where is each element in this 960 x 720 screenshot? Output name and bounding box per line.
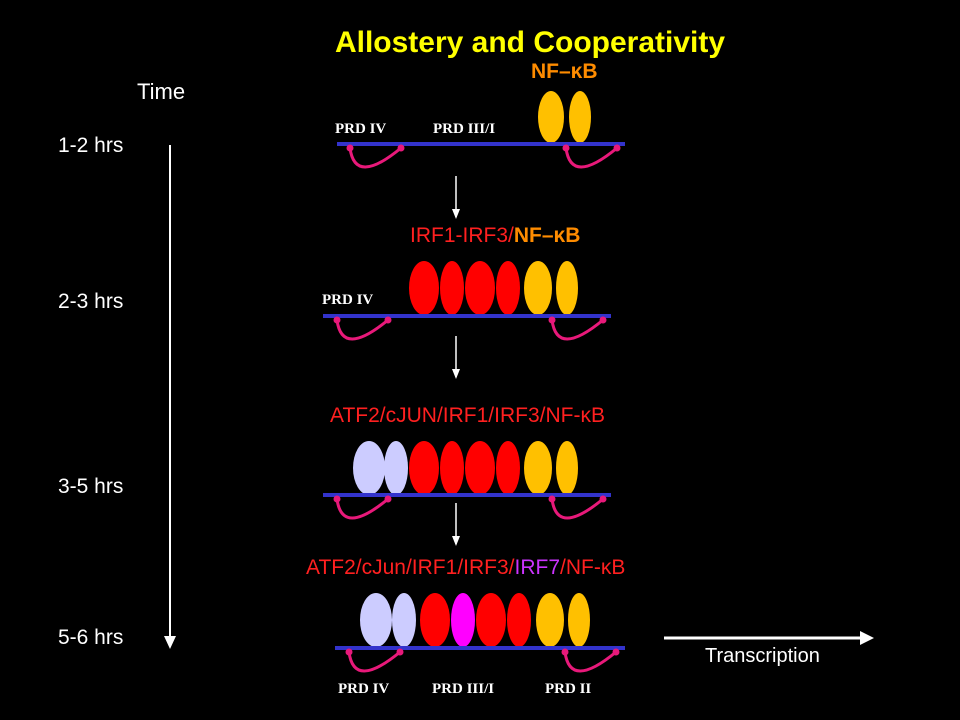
irf-protein (420, 593, 450, 647)
nf-kb-protein (556, 261, 578, 315)
dna-loop (347, 650, 401, 673)
loop-anchor (333, 316, 341, 324)
stage-2-label-part: IRF1-IRF3/ (410, 224, 514, 247)
irf-protein (496, 261, 520, 315)
dna-loop (335, 318, 389, 341)
prd-iv-label: PRD IV (335, 121, 387, 137)
nf-kb-protein (568, 593, 590, 647)
atf2-cjun-protein (353, 441, 385, 495)
irf-protein (465, 441, 495, 495)
nf-kb-protein (536, 593, 564, 647)
nf-kb-protein (569, 91, 591, 143)
prd-iii-i-label: PRD III/I (433, 121, 496, 137)
loop-anchor (396, 648, 404, 656)
stage-3-promoter (323, 441, 611, 520)
time-mark-2: 2-3 hrs (58, 290, 124, 313)
dna-loop (550, 497, 604, 520)
irf7-protein (451, 593, 475, 647)
stage-1-promoter (337, 91, 625, 169)
proteins (353, 441, 578, 495)
irf-protein (440, 441, 464, 495)
loop-anchor (346, 144, 354, 152)
time-mark-3: 3-5 hrs (58, 475, 124, 498)
time-axis-label: Time (137, 79, 186, 104)
nf-kb-protein (556, 441, 578, 495)
prd-iv-label: PRD IV (322, 292, 374, 308)
nf-kb-protein (524, 261, 552, 315)
prd-iii-i-label: PRD III/I (432, 681, 495, 697)
loop-anchor (562, 144, 570, 152)
stage-4-label-part-irf7: IRF7 (514, 556, 561, 579)
dna-loop (335, 497, 389, 520)
nf-kb-protein (524, 441, 552, 495)
loop-anchor (612, 648, 620, 656)
stage-1-label: NF–κB (531, 60, 598, 84)
stage-3-label: ATF2/cJUN/IRF1/IRF3/NF-κB (330, 404, 605, 428)
proteins (360, 593, 590, 647)
stage-2-label-part: NF–κB (513, 224, 581, 247)
time-mark-1: 1-2 hrs (58, 134, 124, 157)
time-mark-4: 5-6 hrs (58, 626, 124, 649)
loop-anchor (548, 316, 556, 324)
irf-protein (507, 593, 531, 647)
atf2-cjun-protein (392, 593, 416, 647)
prd-ii-label: PRD II (545, 681, 592, 697)
loop-anchor (599, 495, 607, 503)
loop-anchor (599, 316, 607, 324)
dna-loop (564, 146, 618, 169)
stage-2-label: IRF1-IRF3/NF–κB (410, 224, 580, 248)
irf-protein (409, 441, 439, 495)
irf-protein (496, 441, 520, 495)
time-axis-arrowhead (164, 636, 176, 649)
stage-4-promoter (335, 593, 625, 673)
loop-anchor (384, 495, 392, 503)
loop-anchor (345, 648, 353, 656)
stage-4-label-part: /NF-κB (560, 556, 626, 579)
dna-loop (563, 650, 617, 673)
loop-anchor (333, 495, 341, 503)
transcription-arrowhead (860, 631, 874, 645)
atf2-cjun-protein (360, 593, 392, 647)
page-title: Allostery and Cooperativity (334, 26, 726, 59)
stage-4-label: ATF2/cJun/IRF1/IRF3/IRF7/NF-κB (306, 556, 625, 580)
irf-protein (476, 593, 506, 647)
dna-loop (348, 146, 402, 169)
irf-protein (440, 261, 464, 315)
stage-2-promoter (323, 261, 611, 341)
loop-anchor (613, 144, 621, 152)
irf-protein (409, 261, 439, 315)
irf-protein (465, 261, 495, 315)
prd-iv-label: PRD IV (338, 681, 390, 697)
loop-anchor (561, 648, 569, 656)
atf2-cjun-protein (384, 441, 408, 495)
loop-anchor (548, 495, 556, 503)
transcription-label: Transcription (705, 645, 820, 667)
loop-anchor (384, 316, 392, 324)
dna-loop (550, 318, 604, 341)
loop-anchor (397, 144, 405, 152)
stage-1-label-part: NF–κB (531, 60, 598, 83)
stage-4-label-part: ATF2/cJun/IRF1/IRF3/ (306, 556, 515, 579)
stage-3-label-part: ATF2/cJUN/IRF1/IRF3/NF-κB (330, 404, 605, 427)
nf-kb-protein (538, 91, 564, 143)
proteins (538, 91, 591, 143)
proteins (409, 261, 578, 315)
